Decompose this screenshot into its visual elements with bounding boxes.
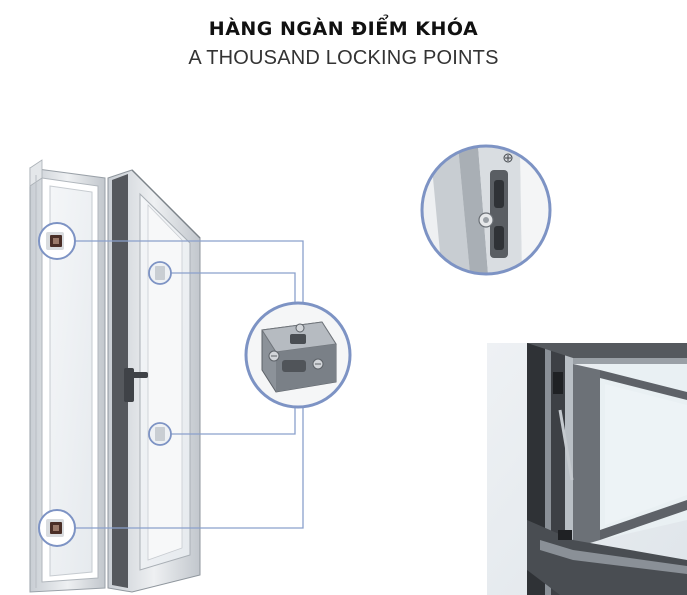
page-title: HÀNG NGÀN ĐIỂM KHÓA xyxy=(208,18,479,40)
locking-block-detail xyxy=(244,301,352,409)
locking-point-marker-sash-top xyxy=(148,261,172,285)
page-subtitle: A THOUSAND LOCKING POINTS xyxy=(188,47,499,69)
locking-point-marker-top-left xyxy=(38,222,76,260)
locking-point-marker-bottom-left xyxy=(38,509,76,547)
open-casement-window xyxy=(29,159,201,593)
corner-hinge-photo xyxy=(487,343,687,595)
callout-leader-lines xyxy=(72,240,304,529)
locking-point-marker-sash-bottom xyxy=(148,422,172,446)
locking-keeper-detail xyxy=(420,144,552,276)
